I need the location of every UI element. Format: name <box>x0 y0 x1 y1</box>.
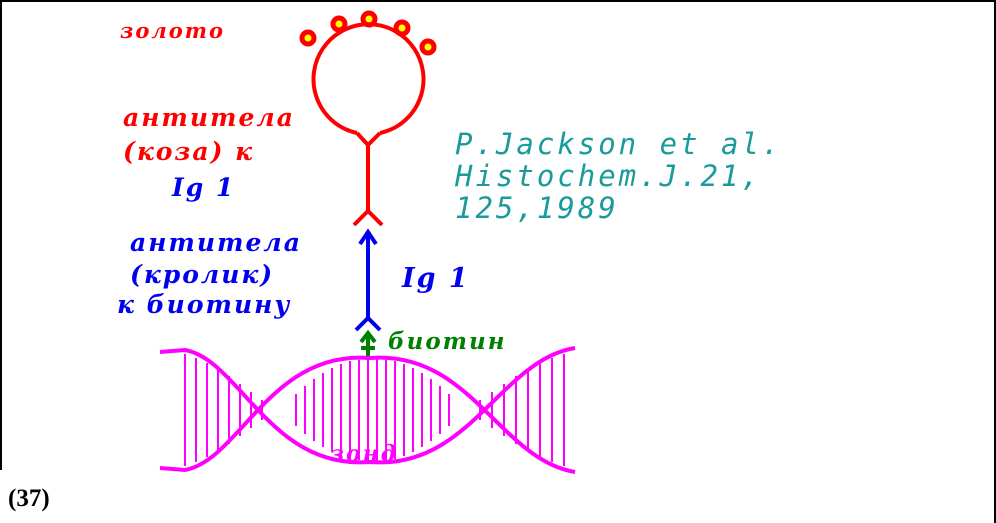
citation-line1: P.Jackson et al. <box>455 127 783 161</box>
gold-particle <box>299 29 317 47</box>
goat-antibody-label-line3: Ig 1 <box>172 173 236 202</box>
goat-antibody-label-line1: антитела <box>123 103 295 132</box>
biotin-arrow <box>359 329 377 344</box>
rabbit-ig-label: Ig 1 <box>402 263 470 294</box>
goat-antibody <box>311 22 426 227</box>
rabbit-antibody-bottom-fork <box>354 315 382 332</box>
citation-line2: Histochem.J.21, <box>455 159 762 193</box>
rabbit-antibody-top-arrow <box>358 228 378 246</box>
biotin-link <box>359 329 377 360</box>
goat-antibody-label-line2: (коза) к <box>123 137 255 166</box>
dna-strand-lower <box>159 355 576 474</box>
rabbit-antibody-label-line1: антитела <box>130 228 302 257</box>
figure-number: (37) <box>8 485 50 512</box>
gold-label: золото <box>120 18 226 43</box>
figure-frame-left <box>0 0 2 470</box>
rabbit-antibody-label-line2: (кролик) <box>130 260 275 289</box>
rabbit-antibody-label-line3: к биотину <box>117 290 292 319</box>
citation-line3: 125,1989 <box>455 191 619 225</box>
probe-label: зонд <box>330 441 399 467</box>
antibody-fork <box>352 208 384 227</box>
dna-strands <box>159 346 576 474</box>
antibody-ring <box>311 22 426 135</box>
dna-strand-upper <box>159 346 576 465</box>
gold-particle <box>419 38 437 56</box>
biotin-label: биотин <box>388 328 507 355</box>
antibody-ring-hook <box>355 131 382 148</box>
dna-probe <box>159 346 576 474</box>
rabbit-antibody <box>354 228 382 332</box>
dna-rungs <box>184 354 565 466</box>
gold-particle <box>330 15 348 33</box>
